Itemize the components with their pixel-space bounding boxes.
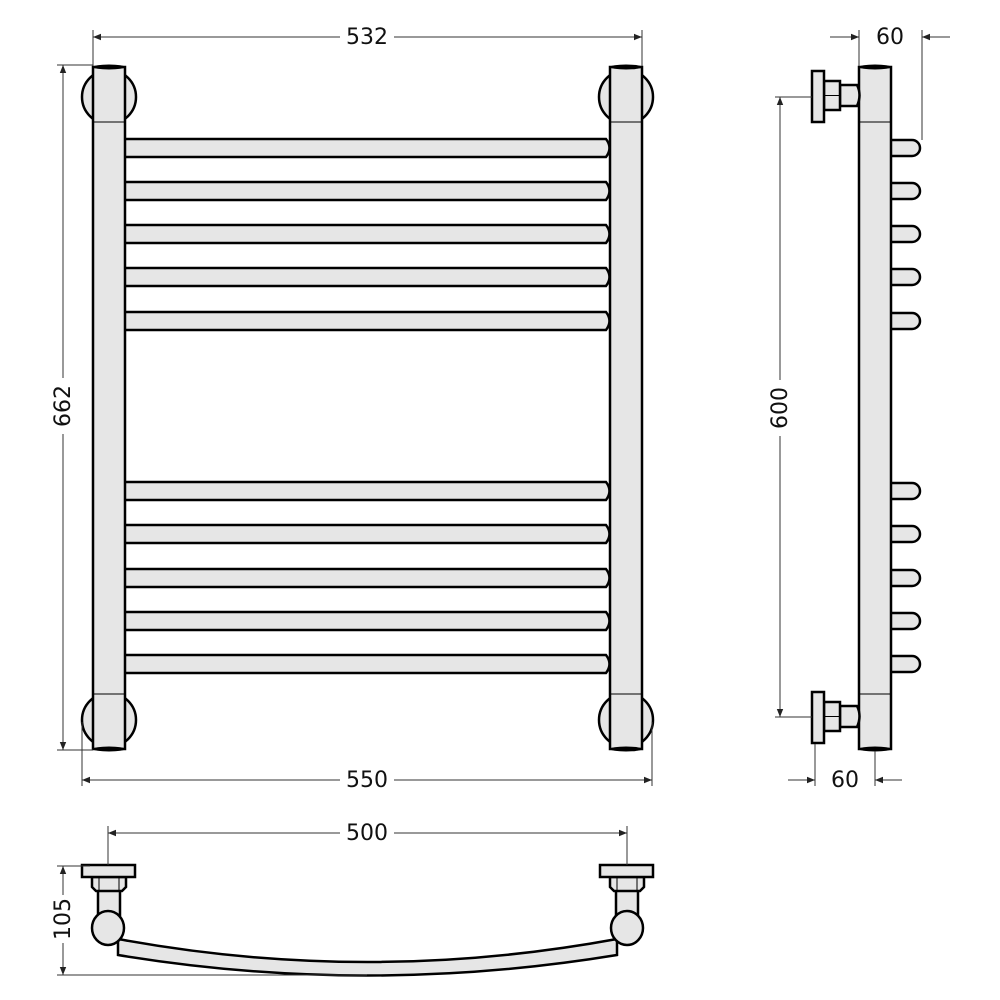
crossbar-stub-6	[887, 481, 922, 501]
crossbar-stub-10	[887, 654, 922, 674]
front-view: 532 662 550	[50, 24, 655, 793]
crossbar-stub-1	[887, 138, 922, 158]
crossbar-9	[119, 610, 611, 632]
bottom-view: 500 105	[50, 820, 655, 977]
dimension-label-500: 500	[346, 821, 388, 846]
left-pillar	[91, 64, 127, 752]
crossbar-stub-9	[887, 611, 922, 631]
dimension-label-600: 600	[768, 387, 793, 429]
dimension-662: 662	[50, 64, 93, 751]
dimension-532: 532	[92, 24, 643, 66]
crossbar-stub-2	[887, 181, 922, 201]
dimension-550: 550	[81, 722, 653, 793]
crossbar-4	[119, 266, 611, 288]
crossbar-3	[119, 223, 611, 245]
valve-connector-top	[810, 69, 861, 124]
crossbar-stub-4	[887, 267, 922, 287]
bottom-connector-right	[598, 863, 655, 947]
crossbar-stubs	[887, 138, 922, 674]
crossbar-6	[119, 480, 611, 502]
crossbar-2	[119, 180, 611, 202]
dimension-600: 600	[767, 96, 812, 718]
crossbar-10	[119, 653, 611, 675]
dimension-label-105: 105	[51, 898, 76, 940]
dimension-label-662: 662	[51, 385, 76, 427]
dimension-500: 500	[107, 820, 628, 865]
dimension-label-532: 532	[346, 25, 388, 50]
dimension-label-550: 550	[346, 768, 388, 793]
right-pillar	[608, 64, 644, 752]
side-pillar	[857, 64, 893, 752]
crossbar-stub-8	[887, 568, 922, 588]
dimension-60-top: 60	[830, 25, 950, 140]
dimension-label-60-top: 60	[876, 25, 904, 50]
crossbar-stub-7	[887, 524, 922, 544]
crossbar-stub-3	[887, 224, 922, 244]
dimension-105: 105	[50, 865, 367, 976]
dimension-60-bottom: 60	[788, 744, 902, 793]
crossbar-8	[119, 567, 611, 589]
valve-connector-bottom	[810, 690, 861, 745]
crossbar-7	[119, 523, 611, 545]
crossbar-5	[119, 310, 611, 332]
bottom-connector-left	[80, 863, 137, 947]
dimension-label-60-bottom: 60	[831, 768, 859, 793]
side-view: 60 600 60	[767, 25, 950, 793]
crossbar-stub-5	[887, 311, 922, 331]
curved-bar	[116, 937, 619, 977]
crossbar-1	[119, 137, 611, 159]
crossbars	[119, 137, 611, 675]
